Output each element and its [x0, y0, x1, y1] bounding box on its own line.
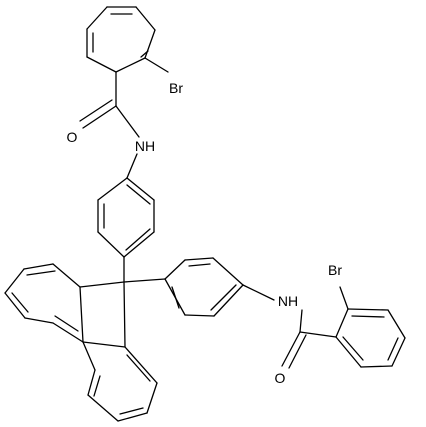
atom-label-o-bottom: O [275, 370, 286, 386]
atom-label-br-bottom: Br [328, 262, 342, 278]
atom-label-nh-top: NH [135, 138, 155, 154]
atom-label-br-top: Br [169, 80, 183, 96]
atom-label-nh-right: NH [278, 293, 298, 309]
atom-label-o-top: O [67, 129, 78, 145]
atom-labels: Br O NH NH O Br [67, 80, 343, 386]
bond-lines [4, 6, 406, 422]
